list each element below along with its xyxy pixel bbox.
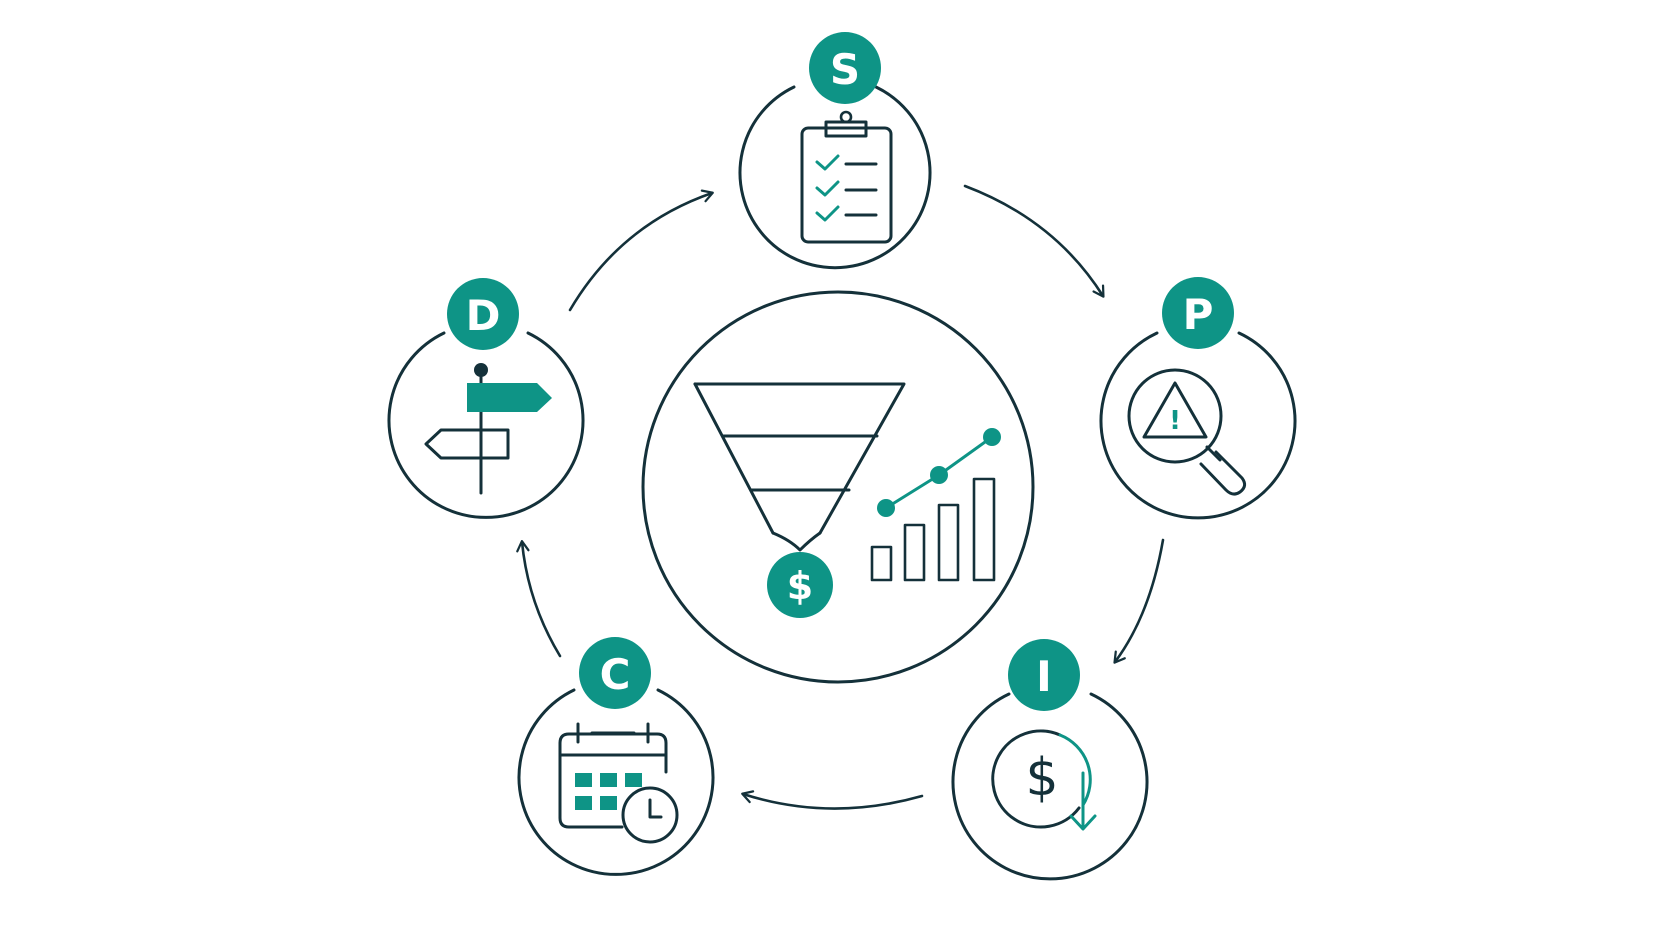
stage-c-ring — [517, 688, 715, 876]
arrow-d-to-s — [568, 189, 714, 312]
signpost-icon — [424, 363, 552, 495]
stage-c: C — [517, 637, 715, 876]
arrow-i-to-c — [741, 790, 924, 810]
stage-s-badge — [809, 32, 881, 104]
magnifier-warning-icon: ! — [1127, 368, 1247, 496]
stage-c-letter: C — [600, 650, 631, 699]
arrow-c-to-d — [516, 540, 562, 658]
stage-d-letter: D — [466, 291, 501, 340]
cycle-arrows — [516, 184, 1165, 810]
stage-i-letter: I — [1036, 652, 1052, 701]
stage-p: ! P — [1099, 277, 1297, 520]
arrow-s-to-p — [963, 184, 1105, 298]
stage-s: S — [738, 32, 932, 270]
stage-p-badge — [1162, 277, 1234, 349]
center-hub: $ — [641, 290, 1035, 684]
dollar-coin-symbol: $ — [787, 564, 813, 608]
warning-symbol: ! — [1169, 406, 1181, 436]
stage-d-badge — [447, 278, 519, 350]
stage-p-letter: P — [1183, 290, 1214, 339]
dollar-coin-icon: $ — [767, 552, 833, 618]
clipboard-checklist-icon — [800, 110, 893, 244]
stage-d-ring — [387, 331, 585, 519]
dollar-sign: $ — [1025, 748, 1058, 808]
stage-i-ring — [951, 692, 1149, 881]
stage-c-badge — [579, 637, 651, 709]
stage-p-ring — [1099, 331, 1297, 520]
dollar-decrease-icon: $ — [991, 729, 1097, 831]
growth-chart-icon — [870, 428, 1001, 582]
sales-funnel-icon — [693, 382, 906, 552]
calendar-clock-icon — [558, 722, 679, 844]
stage-d: D — [387, 278, 585, 519]
stage-i-badge — [1008, 639, 1080, 711]
stage-s-letter: S — [830, 45, 860, 94]
stage-i: $ I — [951, 639, 1149, 881]
arrow-p-to-i — [1113, 538, 1165, 664]
stage-s-ring — [738, 85, 932, 270]
center-circle — [641, 290, 1035, 684]
